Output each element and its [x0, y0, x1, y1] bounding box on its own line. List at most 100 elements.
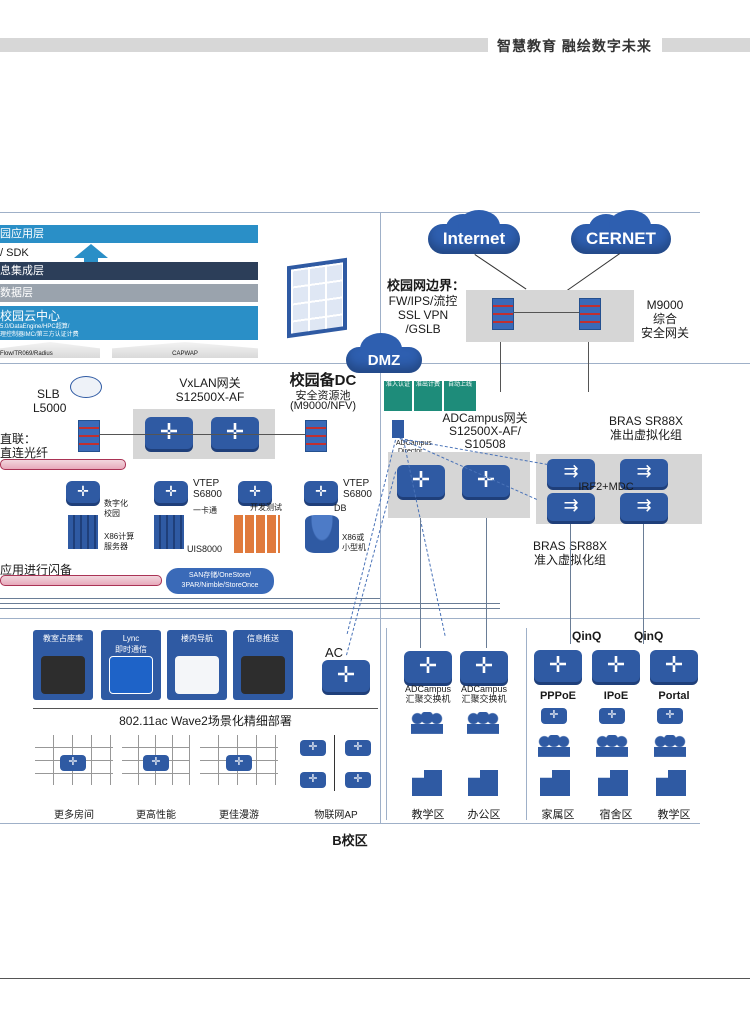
badge-label: 准入认证: [385, 382, 410, 388]
mail-icon: [241, 656, 285, 694]
layer-sdk: / SDK: [0, 247, 29, 259]
lync-icon: [109, 656, 153, 694]
devtest-vm-icon: [234, 515, 280, 553]
x86-line-1: X86计算: [104, 532, 135, 541]
building-icon: [656, 770, 686, 796]
db-label: DB: [334, 503, 347, 513]
drop-line: [643, 524, 644, 644]
vpn-badge: 准出计费: [414, 381, 442, 411]
cernet-label: CERNET: [586, 229, 656, 248]
protocol-arrow-right: [112, 342, 258, 358]
scene-label: 更多房间: [54, 810, 94, 821]
scene-label: 物联网AP: [314, 810, 358, 821]
protocol-arrow-left: [0, 342, 100, 358]
scene-label: 更高性能: [136, 810, 176, 821]
drop-line: [486, 518, 487, 648]
zone-label: 教学区: [411, 809, 445, 821]
san-storage: SAN存储/OneStore/ 3PAR/Nimble/StoreOnce: [166, 568, 274, 594]
san-line-1: SAN存储/OneStore/: [188, 572, 252, 579]
digital-line-2: 校园: [104, 509, 120, 518]
fiber-tube: [0, 459, 126, 470]
border-title: 校园网边界：: [387, 278, 466, 293]
server-icon: [78, 420, 100, 452]
mini-line-1: X86或: [342, 533, 365, 542]
app-label: 楼内导航: [181, 634, 213, 643]
trunk-line: [0, 608, 500, 609]
firewall-icon: [579, 298, 601, 330]
director-line-2: Director: [398, 448, 423, 456]
bras-router-icon: [547, 493, 595, 521]
access-switch-icon: [534, 650, 582, 682]
scene-label: 更佳漫游: [219, 810, 259, 821]
dmz-label: DMZ: [367, 351, 401, 369]
ap-icon: [60, 755, 86, 771]
iot-ap-icon: [345, 772, 371, 788]
vxlan-line-1: VxLAN网关: [179, 376, 241, 390]
bras-router-icon: [547, 459, 595, 487]
access-switch-icon: [304, 481, 338, 503]
border-line-2: SSL VPN: [397, 308, 449, 322]
layer-integration: 息集成层: [0, 262, 258, 280]
ap-icon: [143, 755, 169, 771]
san-line-2: 3PAR/Nimble/StoreOnce: [181, 582, 259, 589]
bras-bottom-line-2: 准入虚拟化组: [515, 553, 625, 567]
core-switch-icon: [211, 417, 259, 449]
header-title: 智慧教育 融绘数字未来: [497, 38, 652, 54]
direct-label-2: 直连光纤: [0, 446, 49, 460]
ap-icon: [599, 708, 625, 724]
app-info-push[interactable]: 信息推送: [233, 630, 293, 700]
database-icon: [305, 515, 339, 553]
bras-top-line-1: BRAS SR88X: [608, 414, 684, 428]
bras-router-icon: [620, 493, 668, 521]
building-icon: [412, 770, 442, 796]
ac-controller-icon: [322, 660, 370, 692]
mode-pppoe: PPPoE: [539, 690, 577, 702]
bras-router-icon: [620, 459, 668, 487]
aggregation-switch-icon: [404, 651, 452, 683]
card-label: 一卡通: [193, 506, 217, 515]
internet-cloud: Internet: [428, 210, 520, 254]
app-classroom-seat[interactable]: 教室占座率: [33, 630, 93, 700]
backup-dc-title: 校园备DC: [289, 372, 357, 389]
x86-line-2: 服务器: [104, 542, 128, 551]
app-label: 教室占座率: [43, 634, 83, 643]
uplink: [588, 342, 589, 392]
protocol-left-label: Flow/TR069/Radius: [0, 351, 53, 357]
border-line-1: FW/IPS/流控: [388, 294, 458, 308]
devtest-label: 开发测试: [250, 503, 282, 512]
vtep-left-2: S6800: [193, 489, 222, 500]
campus-label: B校区: [332, 833, 368, 848]
access-switch-icon: [238, 481, 272, 503]
zone-label: 家属区: [541, 809, 575, 821]
cloud-center-title: 校园云中心: [0, 309, 61, 323]
building-icon: [540, 770, 570, 796]
irf-label: IRF2+MDC: [578, 481, 634, 493]
users-icon: [467, 712, 499, 734]
gateway-line-2: S12500X-AF/: [448, 424, 522, 438]
header-bar-left: [0, 38, 488, 52]
gateway-line-1: ADCampus网关: [442, 411, 528, 425]
cernet-cloud: CERNET: [571, 210, 671, 254]
iot-ap-icon: [345, 740, 371, 756]
adcampus-core-icon: [397, 465, 445, 497]
slb-line-2: L5000: [33, 401, 67, 415]
border-line-3: /GSLB: [405, 322, 441, 336]
vxlan-line-2: S12500X-AF: [175, 390, 245, 404]
qinq-label-1: QinQ: [572, 629, 602, 643]
agg1-line-1: ADCampus: [404, 684, 451, 694]
app-lync[interactable]: Lync 即时通信: [101, 630, 161, 700]
up-arrow-stem: [84, 257, 98, 262]
app-label: 信息推送: [247, 634, 279, 643]
users-icon: [411, 712, 443, 734]
app-indoor-nav[interactable]: 楼内导航: [167, 630, 227, 700]
footer-rule: [0, 978, 750, 979]
frame-divider: [380, 212, 381, 824]
director-server-icon: [392, 420, 404, 438]
bras-bottom-line-1: BRAS SR88X: [532, 539, 608, 553]
access-switch-icon: [592, 650, 640, 682]
mode-ipoe: IPoE: [603, 690, 629, 702]
internet-label: Internet: [442, 229, 506, 248]
ac-label: AC: [325, 645, 344, 660]
qinq-label-2: QinQ: [634, 629, 664, 643]
users-icon: [538, 735, 570, 757]
